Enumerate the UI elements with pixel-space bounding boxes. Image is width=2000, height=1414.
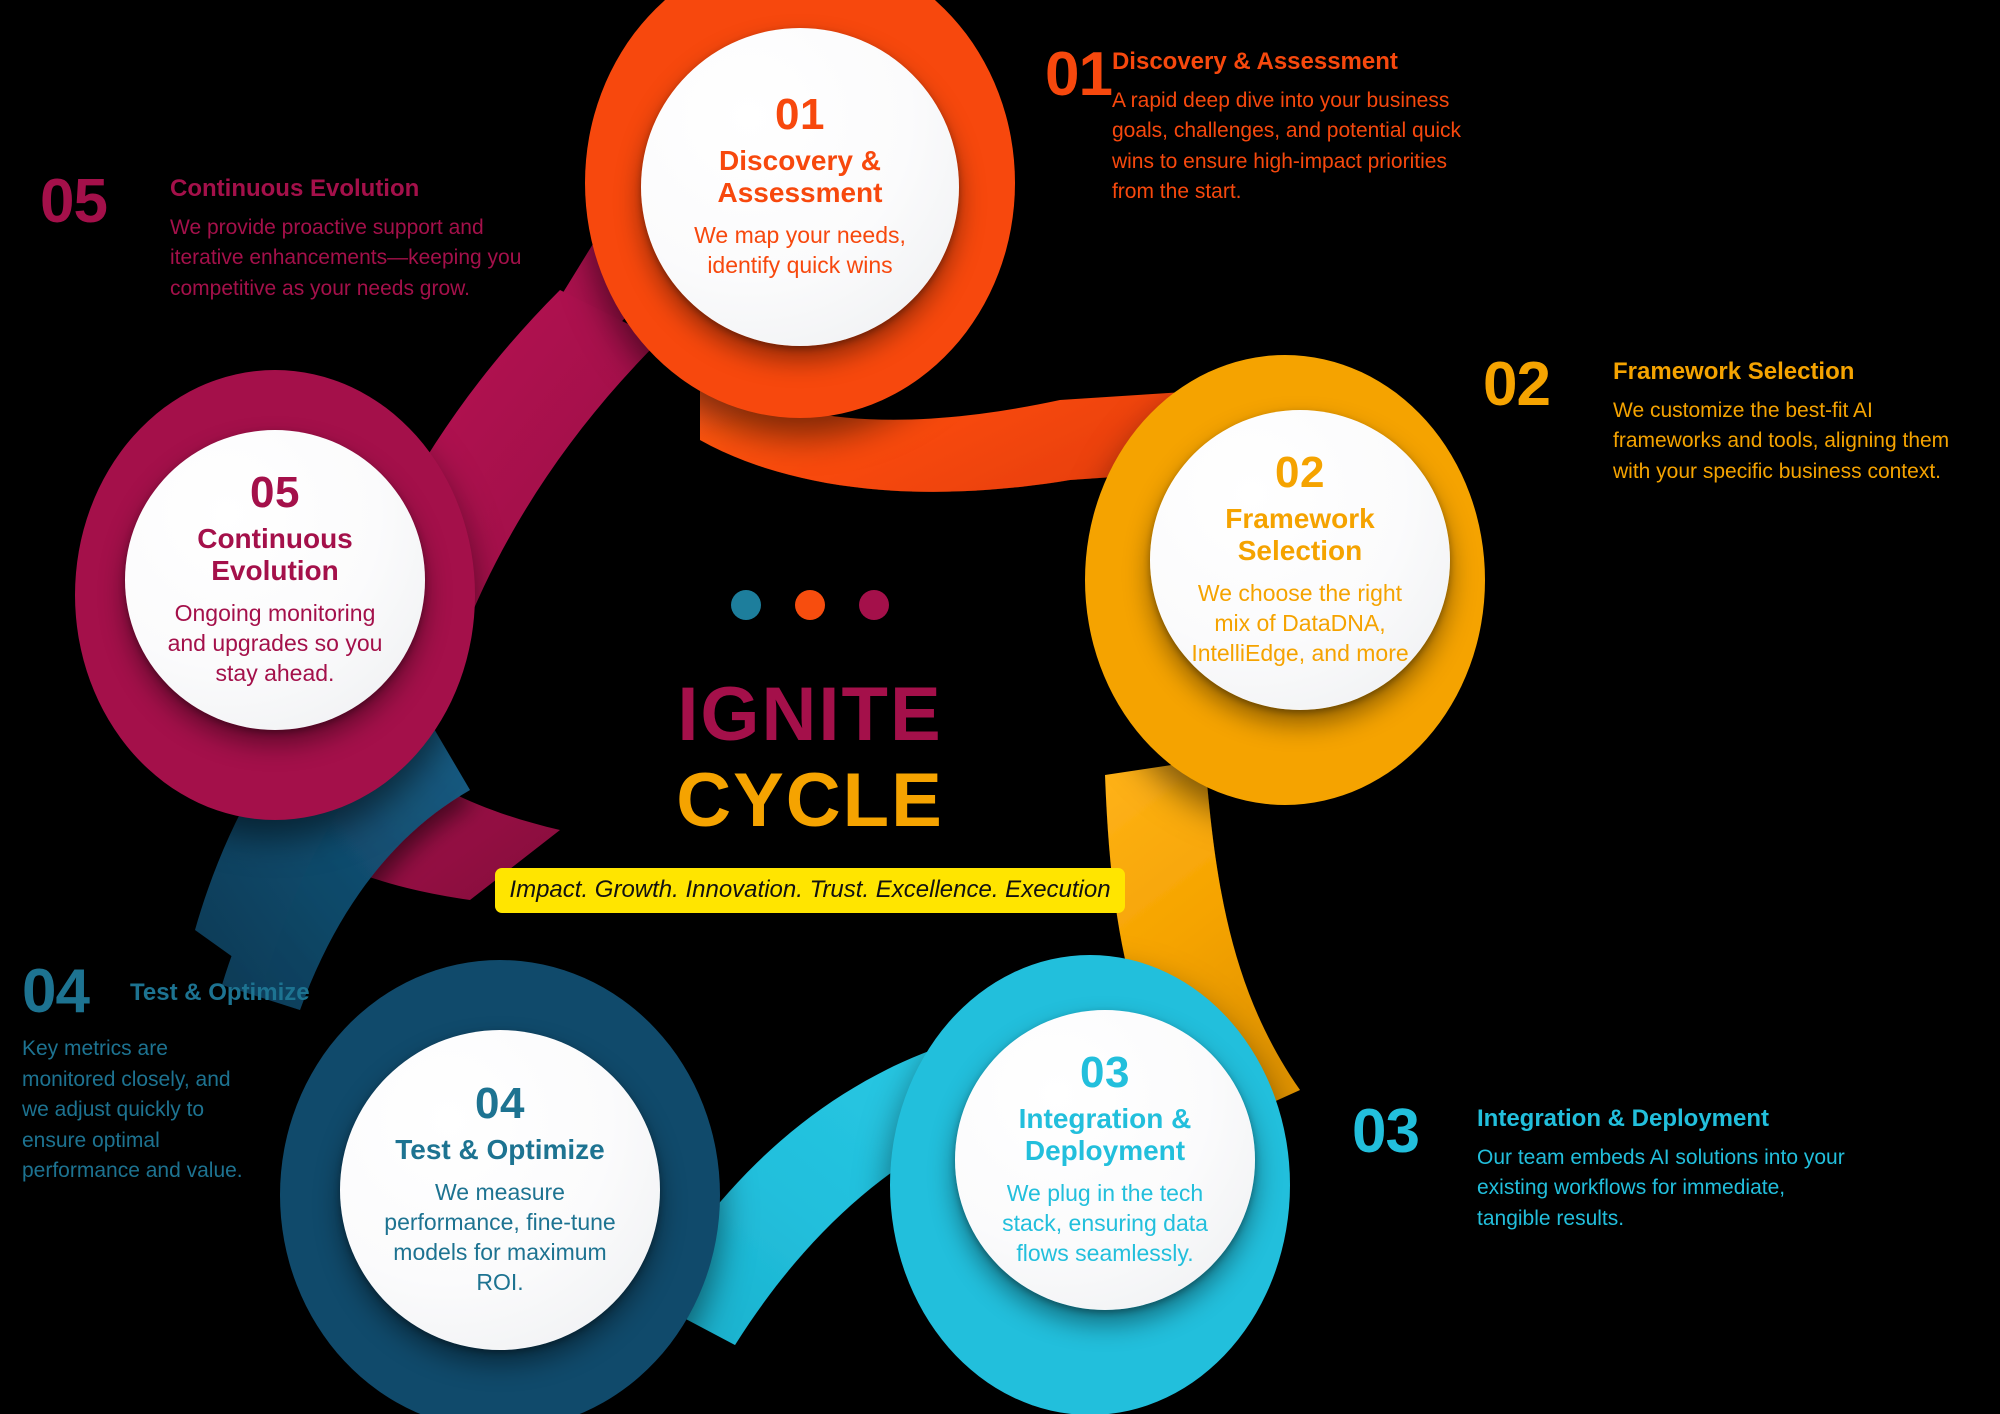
step-01-title-line1: Discovery & xyxy=(719,144,881,176)
caption-02-body: We customize the best-fit AI frameworks … xyxy=(1613,398,1950,483)
step-04-desc-line3: models for maximum xyxy=(393,1239,607,1266)
step-02-title-line1: Framework xyxy=(1225,502,1375,534)
step-node-05[interactable]: 05 Continuous Evolution Ongoing monitori… xyxy=(75,370,475,820)
step-01-title-line2: Assessment xyxy=(717,176,883,208)
step-04-title-line1: Test & Optimize xyxy=(395,1133,605,1165)
step-01-desc-line2: identify quick wins xyxy=(707,252,893,279)
step-node-01[interactable]: 01 Discovery & Assessment We map your ne… xyxy=(585,0,1015,418)
caption-block-05: 05 Continuous Evolution We provide proac… xyxy=(40,167,560,304)
caption-03-heading: Integration & Deployment xyxy=(1477,1105,1770,1132)
step-05-title: Continuous Evolution xyxy=(197,523,353,586)
step-05-number: 05 xyxy=(250,468,300,518)
step-05-desc-line3: stay ahead. xyxy=(215,660,335,686)
caption-05-heading: Continuous Evolution xyxy=(170,175,420,202)
caption-02-heading: Framework Selection xyxy=(1613,358,1855,385)
step-02-number: 02 xyxy=(1275,448,1325,498)
step-05-desc-line2: and upgrades so you xyxy=(167,630,383,657)
step-node-03[interactable]: 03 Integration & Deployment We plug in t… xyxy=(890,955,1290,1414)
step-04-desc-line2: performance, fine-tune xyxy=(384,1209,616,1236)
step-04-number: 04 xyxy=(475,1078,525,1128)
step-03-desc-line2: stack, ensuring data xyxy=(1002,1210,1208,1237)
decorative-dots xyxy=(731,590,889,620)
step-01-number: 01 xyxy=(775,90,825,140)
step-02-desc: We choose the right mix of DataDNA, Inte… xyxy=(1191,579,1408,669)
brand-title-ignite: IGNITE xyxy=(677,672,943,757)
caption-block-01: 01 Discovery & Assessment A rapid deep d… xyxy=(1045,40,1465,208)
caption-block-02: 02 Framework Selection We customize the … xyxy=(1483,350,1983,487)
step-05-title-line1: Continuous xyxy=(197,522,353,554)
caption-01-heading: Discovery & Assessment xyxy=(1111,48,1398,75)
step-02-title-line2: Selection xyxy=(1237,534,1363,566)
step-node-01-disc: 01 Discovery & Assessment We map your ne… xyxy=(641,28,959,346)
dot-magenta-icon xyxy=(859,590,889,620)
step-node-03-disc: 03 Integration & Deployment We plug in t… xyxy=(955,1010,1255,1310)
brand-title-cycle: CYCLE xyxy=(676,758,944,844)
step-04-desc: We measure performance, fine-tune models… xyxy=(384,1178,615,1298)
step-03-number: 03 xyxy=(1080,1048,1130,1098)
caption-04-body: Key metrics are monitored closely, and w… xyxy=(22,1037,243,1183)
dot-orange-icon xyxy=(795,590,825,620)
step-04-desc-line1: We measure xyxy=(435,1179,565,1206)
step-03-title-line1: Integration & xyxy=(1018,1102,1192,1134)
caption-block-04: 04 Test & Optimize Key metrics are monit… xyxy=(22,957,352,1187)
step-node-02[interactable]: 02 Framework Selection We choose the rig… xyxy=(1085,355,1485,805)
caption-04-number: 04 xyxy=(22,957,90,1026)
caption-05-number: 05 xyxy=(40,167,108,236)
caption-05-body: We provide proactive support and iterati… xyxy=(170,215,522,300)
caption-03-body: Our team embeds AI solutions into your e… xyxy=(1477,1145,1845,1230)
step-05-desc-line1: Ongoing monitoring xyxy=(174,600,376,627)
step-03-title-line2: Deployment xyxy=(1024,1134,1186,1166)
step-01-title: Discovery & Assessment xyxy=(718,145,883,208)
step-02-desc-line2: mix of DataDNA, xyxy=(1214,610,1386,637)
caption-03-number: 03 xyxy=(1352,1097,1420,1166)
step-03-title: Integration & Deployment xyxy=(1019,1103,1192,1166)
step-02-desc-line1: We choose the right xyxy=(1197,580,1403,607)
caption-04-heading: Test & Optimize xyxy=(130,979,310,1007)
step-05-title-line2: Evolution xyxy=(211,554,339,586)
caption-02-number: 02 xyxy=(1483,350,1551,419)
step-01-desc: We map your needs, identify quick wins xyxy=(694,221,906,281)
brand-tagline: Impact. Growth. Innovation. Trust. Excel… xyxy=(495,868,1125,914)
center-brand-block: IGNITE CYCLE Impact. Growth. Innovation.… xyxy=(495,590,1125,914)
step-05-desc: Ongoing monitoring and upgrades so you s… xyxy=(168,599,383,689)
step-02-desc-line3: IntelliEdge, and more xyxy=(1191,640,1409,666)
step-02-title: Framework Selection xyxy=(1225,503,1374,566)
step-node-02-disc: 02 Framework Selection We choose the rig… xyxy=(1150,410,1450,710)
caption-01-body: A rapid deep dive into your business goa… xyxy=(1111,88,1462,204)
step-node-04-disc: 04 Test & Optimize We measure performanc… xyxy=(340,1030,660,1350)
step-04-title: Test & Optimize xyxy=(395,1134,605,1166)
step-node-05-disc: 05 Continuous Evolution Ongoing monitori… xyxy=(125,430,425,730)
step-01-desc-line1: We map your needs, xyxy=(694,222,906,249)
step-03-desc: We plug in the tech stack, ensuring data… xyxy=(1002,1179,1208,1269)
step-04-desc-line4: ROI. xyxy=(476,1269,524,1296)
caption-block-03: 03 Integration & Deployment Our team emb… xyxy=(1352,1097,1852,1234)
step-node-04[interactable]: 04 Test & Optimize We measure performanc… xyxy=(280,960,720,1414)
dot-teal-icon xyxy=(731,590,761,620)
step-03-desc-line3: flows seamlessly. xyxy=(1016,1240,1194,1266)
caption-01-number: 01 xyxy=(1045,40,1113,109)
step-03-desc-line1: We plug in the tech xyxy=(1006,1180,1204,1207)
